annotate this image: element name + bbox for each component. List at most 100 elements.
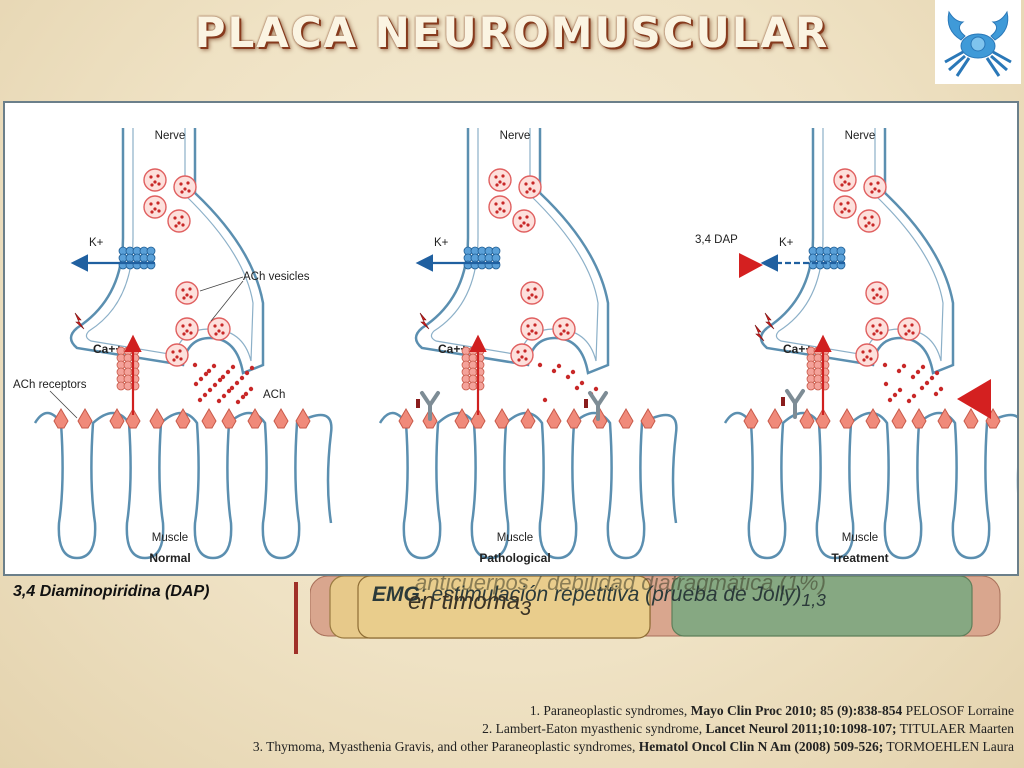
ach-vesicle (165, 343, 189, 367)
ghost-timoma-line: en timoma (408, 588, 521, 615)
ach-receptor (109, 408, 125, 429)
ach-vesicle (175, 317, 199, 341)
ach-receptor (865, 408, 881, 429)
ach-receptor (815, 408, 831, 429)
ach-molecule (221, 393, 227, 399)
nerve-terminal-membrane (414, 128, 610, 375)
ach-receptor (911, 408, 927, 429)
ach-receptor (470, 408, 486, 429)
ach-molecule (892, 392, 898, 398)
ach-vesicle (518, 175, 542, 199)
ach-molecule (929, 375, 935, 381)
ach-molecule (239, 375, 245, 381)
antibody (588, 391, 608, 421)
ach-vesicle (855, 343, 879, 367)
ach-receptor (566, 408, 582, 429)
reference-3: 3. Thymoma, Myasthenia Gravis, and other… (252, 739, 1014, 754)
ach-molecule (211, 363, 217, 369)
action-potential-icon (754, 324, 765, 342)
ach-vesicle (897, 317, 921, 341)
ach-vesicle (865, 317, 889, 341)
ach-molecule (933, 391, 939, 397)
muscle-label: Muscle (152, 532, 188, 544)
ach-vesicle (863, 175, 887, 199)
ach-molecule (244, 370, 250, 376)
ach-molecule (910, 374, 916, 380)
ach-molecule (206, 368, 212, 374)
ach-molecule (220, 374, 226, 380)
ach-molecule (202, 392, 208, 398)
ach-receptor (494, 408, 510, 429)
ach-molecule (230, 364, 236, 370)
ach-molecule (883, 381, 889, 387)
dap-triangle-icon (957, 379, 991, 419)
ach-vesicle (207, 317, 231, 341)
state-label: Normal (149, 551, 190, 565)
ach-molecule (537, 362, 543, 368)
dap-label: 3,4 DAP (695, 234, 738, 246)
potassium-label: K+ (434, 237, 449, 249)
ach-receptor (799, 408, 815, 429)
dap-triangle-icon (739, 253, 763, 278)
ach-molecule (887, 397, 893, 403)
ach-label: ACh (263, 389, 285, 401)
potassium-label: K+ (779, 237, 794, 249)
references: 1. Paraneoplastic syndromes, Mayo Clin P… (253, 702, 1014, 756)
ach-vesicle (512, 209, 536, 233)
ach-molecule (551, 368, 557, 374)
ach-vesicles-label: ACh vesicles (243, 271, 310, 283)
ach-molecule (248, 386, 254, 392)
ach-molecule (906, 398, 912, 404)
action-potential-icon (419, 312, 430, 330)
ach-molecule (934, 370, 940, 376)
ach-receptor (891, 408, 907, 429)
ach-vesicle (510, 343, 534, 367)
ach-receptor (201, 408, 217, 429)
muscle-membrane (33, 411, 333, 560)
ach-vesicle (552, 317, 576, 341)
ach-receptor (247, 408, 263, 429)
ach-molecule (193, 381, 199, 387)
ghost-text-emg: EMG: estimulación repetitiva (prueba de … (372, 583, 826, 611)
ach-vesicle (833, 195, 857, 219)
ach-molecule (198, 376, 204, 382)
ach-molecule (882, 362, 888, 368)
ghost-emg-rest: : estimulación repetitiva (prueba de Jol… (419, 583, 802, 606)
potassium-label: K+ (89, 237, 104, 249)
ach-receptor (985, 408, 1001, 429)
ach-vesicle (488, 168, 512, 192)
muscle-label: Muscle (842, 532, 878, 544)
ach-receptor (53, 408, 69, 429)
action-potential-icon (74, 312, 85, 330)
ach-receptor (295, 408, 311, 429)
ach-receptor (963, 408, 979, 429)
muscle-membrane (378, 411, 678, 560)
ach-receptor (618, 408, 634, 429)
ach-molecule (911, 393, 917, 399)
ach-vesicle (143, 195, 167, 219)
ach-molecule (217, 377, 223, 383)
state-label: Treatment (831, 551, 888, 565)
ach-molecule (212, 382, 218, 388)
ach-vesicle (167, 209, 191, 233)
ach-receptor (454, 408, 470, 429)
ghost-text-timoma: en timoma3 (408, 588, 531, 621)
nerve-terminal-membrane (69, 128, 265, 375)
ach-receptor (221, 408, 237, 429)
ach-molecule (226, 388, 232, 394)
ach-vesicle (865, 281, 889, 305)
accent-divider (294, 582, 298, 654)
crab-logo (935, 0, 1021, 84)
reference-2: 2. Lambert-Eaton myasthenic syndrome, La… (482, 721, 1014, 736)
calcium-label: Ca++ (783, 342, 812, 356)
ach-vesicle (488, 195, 512, 219)
ach-molecule (570, 369, 576, 375)
ach-receptor (398, 408, 414, 429)
ach-receptor (640, 408, 656, 429)
ach-receptor (125, 408, 141, 429)
ach-molecule (919, 385, 925, 391)
